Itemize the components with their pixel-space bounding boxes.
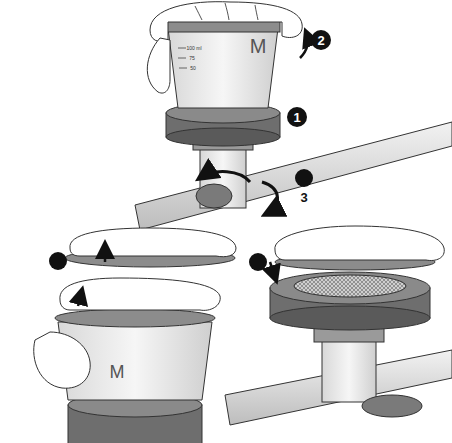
hand bbox=[275, 226, 444, 261]
hand-fingers bbox=[195, 3, 258, 20]
callout-circle bbox=[287, 107, 307, 127]
rotate-arrow bbox=[200, 172, 250, 182]
callout-number: 3 bbox=[300, 191, 307, 204]
hand bbox=[34, 332, 90, 388]
valve-lever bbox=[196, 184, 232, 208]
funnel-cup bbox=[168, 28, 278, 108]
callout-circle bbox=[311, 30, 331, 50]
cup-marking: M bbox=[250, 36, 267, 56]
callout-circle bbox=[49, 252, 67, 270]
callout-circle bbox=[249, 253, 267, 271]
graduation-label: 75 bbox=[189, 56, 195, 61]
vacuum-pipe bbox=[135, 122, 452, 230]
bottom-left-assembly bbox=[34, 228, 236, 443]
funnel-base-bottom bbox=[166, 128, 280, 146]
graduation-marks bbox=[178, 48, 187, 68]
callout-circle bbox=[295, 169, 313, 187]
funnel-stem bbox=[322, 340, 376, 402]
hand bbox=[150, 2, 302, 42]
callout-number: 1 bbox=[293, 111, 300, 124]
top-assembly bbox=[135, 2, 452, 230]
rotate-arrow bbox=[300, 32, 308, 58]
thumb bbox=[147, 38, 170, 93]
lift-arrow bbox=[78, 290, 82, 306]
graduation-label: 100 ml bbox=[186, 46, 201, 51]
graduation-label: 50 bbox=[190, 66, 196, 71]
callout-number: 2 bbox=[317, 34, 324, 47]
hand bbox=[60, 278, 220, 310]
lower-arrow bbox=[270, 262, 276, 280]
funnel-cup-rim bbox=[55, 309, 215, 327]
lift-arrow bbox=[104, 244, 107, 262]
filter-disc bbox=[294, 275, 406, 297]
hand bbox=[70, 228, 236, 257]
valve-lever bbox=[362, 395, 422, 417]
funnel-base-top bbox=[270, 272, 430, 304]
cup-marking: M bbox=[110, 363, 125, 381]
rotate-arrow bbox=[262, 182, 278, 214]
funnel-base-bottom bbox=[270, 306, 430, 330]
bottom-right-assembly bbox=[225, 226, 452, 425]
